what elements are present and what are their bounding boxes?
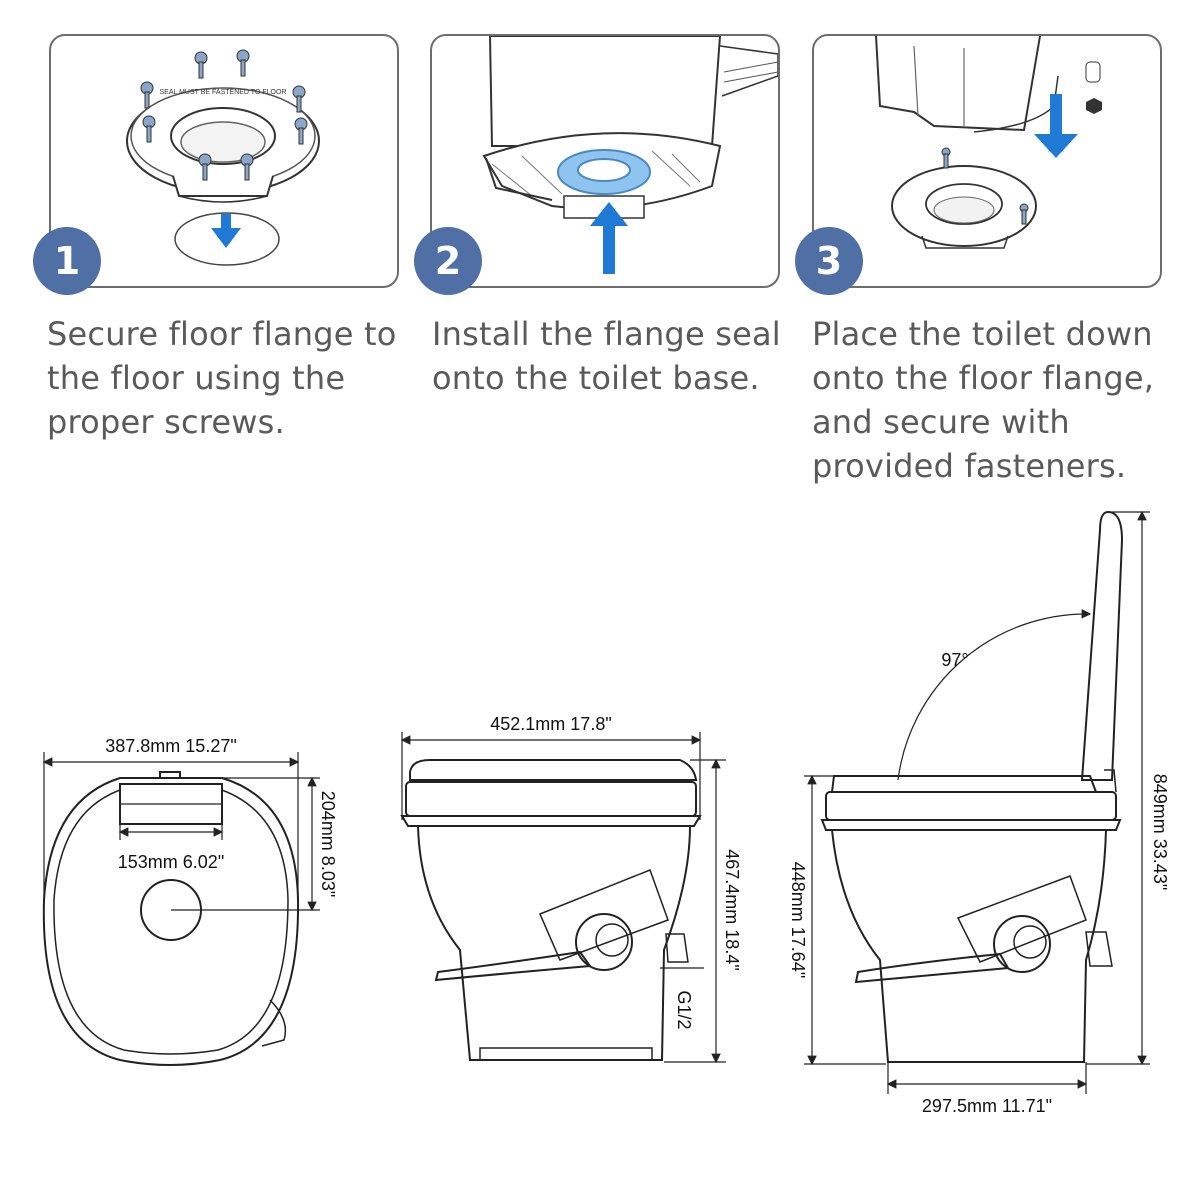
top-width-label: 387.8mm 15.27" — [105, 736, 236, 756]
step-3-panel — [812, 34, 1162, 288]
hole-diameter-label: 153mm 6.02" — [118, 852, 224, 872]
toilet-placement-illustration — [875, 36, 1102, 249]
side-width-label: 452.1mm 17.8" — [490, 714, 611, 734]
inlet-thread-label: G1/2 — [674, 990, 694, 1029]
step-2-badge: 2 — [414, 227, 482, 295]
step-1-badge: 1 — [33, 227, 101, 295]
base-width-label: 297.5mm 11.71" — [922, 1096, 1052, 1116]
side-view-drawing — [400, 759, 702, 1061]
lid-angle-label: 97° — [941, 650, 968, 670]
profile-view-drawing — [820, 510, 1124, 1063]
top-depth-label: 204mm 8.03" — [318, 791, 338, 897]
step-2-panel — [430, 34, 780, 288]
step-1-caption: Secure floor flange to the floor using t… — [47, 315, 397, 441]
flange-on-floor-illustration: SEAL MUST BE FASTENED TO FLOOR — [126, 49, 320, 266]
step-3-caption: Place the toilet down onto the floor fla… — [812, 315, 1155, 485]
dimension-drawings: 387.8mm 15.27" 153mm 6.02" 204mm 8.03" 4… — [42, 510, 1170, 1116]
seat-height-label: 448mm 17.64" — [788, 862, 808, 978]
flange-text: SEAL MUST BE FASTENED TO FLOOR — [160, 89, 287, 96]
top-view-drawing — [42, 771, 300, 1066]
side-height-label: 467.4mm 18.4" — [722, 849, 742, 970]
total-height-label: 849mm 33.43" — [1150, 774, 1170, 890]
flange-seal-illustration — [482, 36, 778, 274]
step-1-panel: SEAL MUST BE FASTENED TO FLOOR — [49, 34, 399, 288]
step-2-caption: Install the flange seal onto the toilet … — [432, 315, 781, 397]
step-3-badge: 3 — [795, 227, 863, 295]
